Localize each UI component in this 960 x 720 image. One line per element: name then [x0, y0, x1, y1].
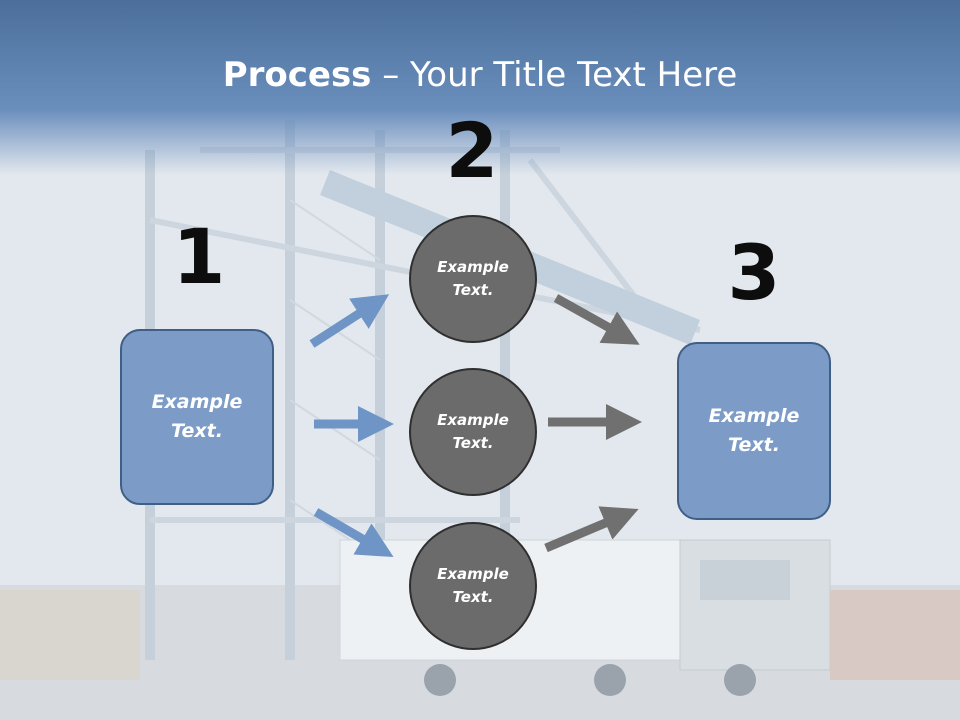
step-1-text: Example Text.: [151, 391, 243, 442]
title-band: [0, 0, 960, 175]
step-2-circle-top: Example Text.: [409, 215, 537, 343]
step-number-1: 1: [172, 212, 226, 301]
step-number-3: 3: [727, 228, 781, 317]
gray-arrow-up: [553, 294, 640, 345]
blue-arrow-down: [313, 508, 394, 558]
title-bold: Process: [222, 55, 372, 95]
step-number-2: 2: [445, 106, 499, 195]
title-rest: – Your Title Text Here: [371, 55, 738, 95]
slide-title: Process – Your Title Text Here: [0, 52, 960, 98]
gray-arrow-down: [544, 506, 639, 553]
blue-arrow-up: [309, 294, 390, 348]
step-3-box: Example Text.: [677, 342, 831, 520]
step-2-text-middle: Example Text.: [437, 411, 509, 452]
step-3-text: Example Text.: [708, 405, 800, 456]
step-2-circle-middle: Example Text.: [409, 368, 537, 496]
step-1-box: Example Text.: [120, 329, 274, 505]
step-2-text-top: Example Text.: [437, 258, 509, 299]
step-2-text-bottom: Example Text.: [437, 565, 509, 606]
step-2-circle-bottom: Example Text.: [409, 522, 537, 650]
